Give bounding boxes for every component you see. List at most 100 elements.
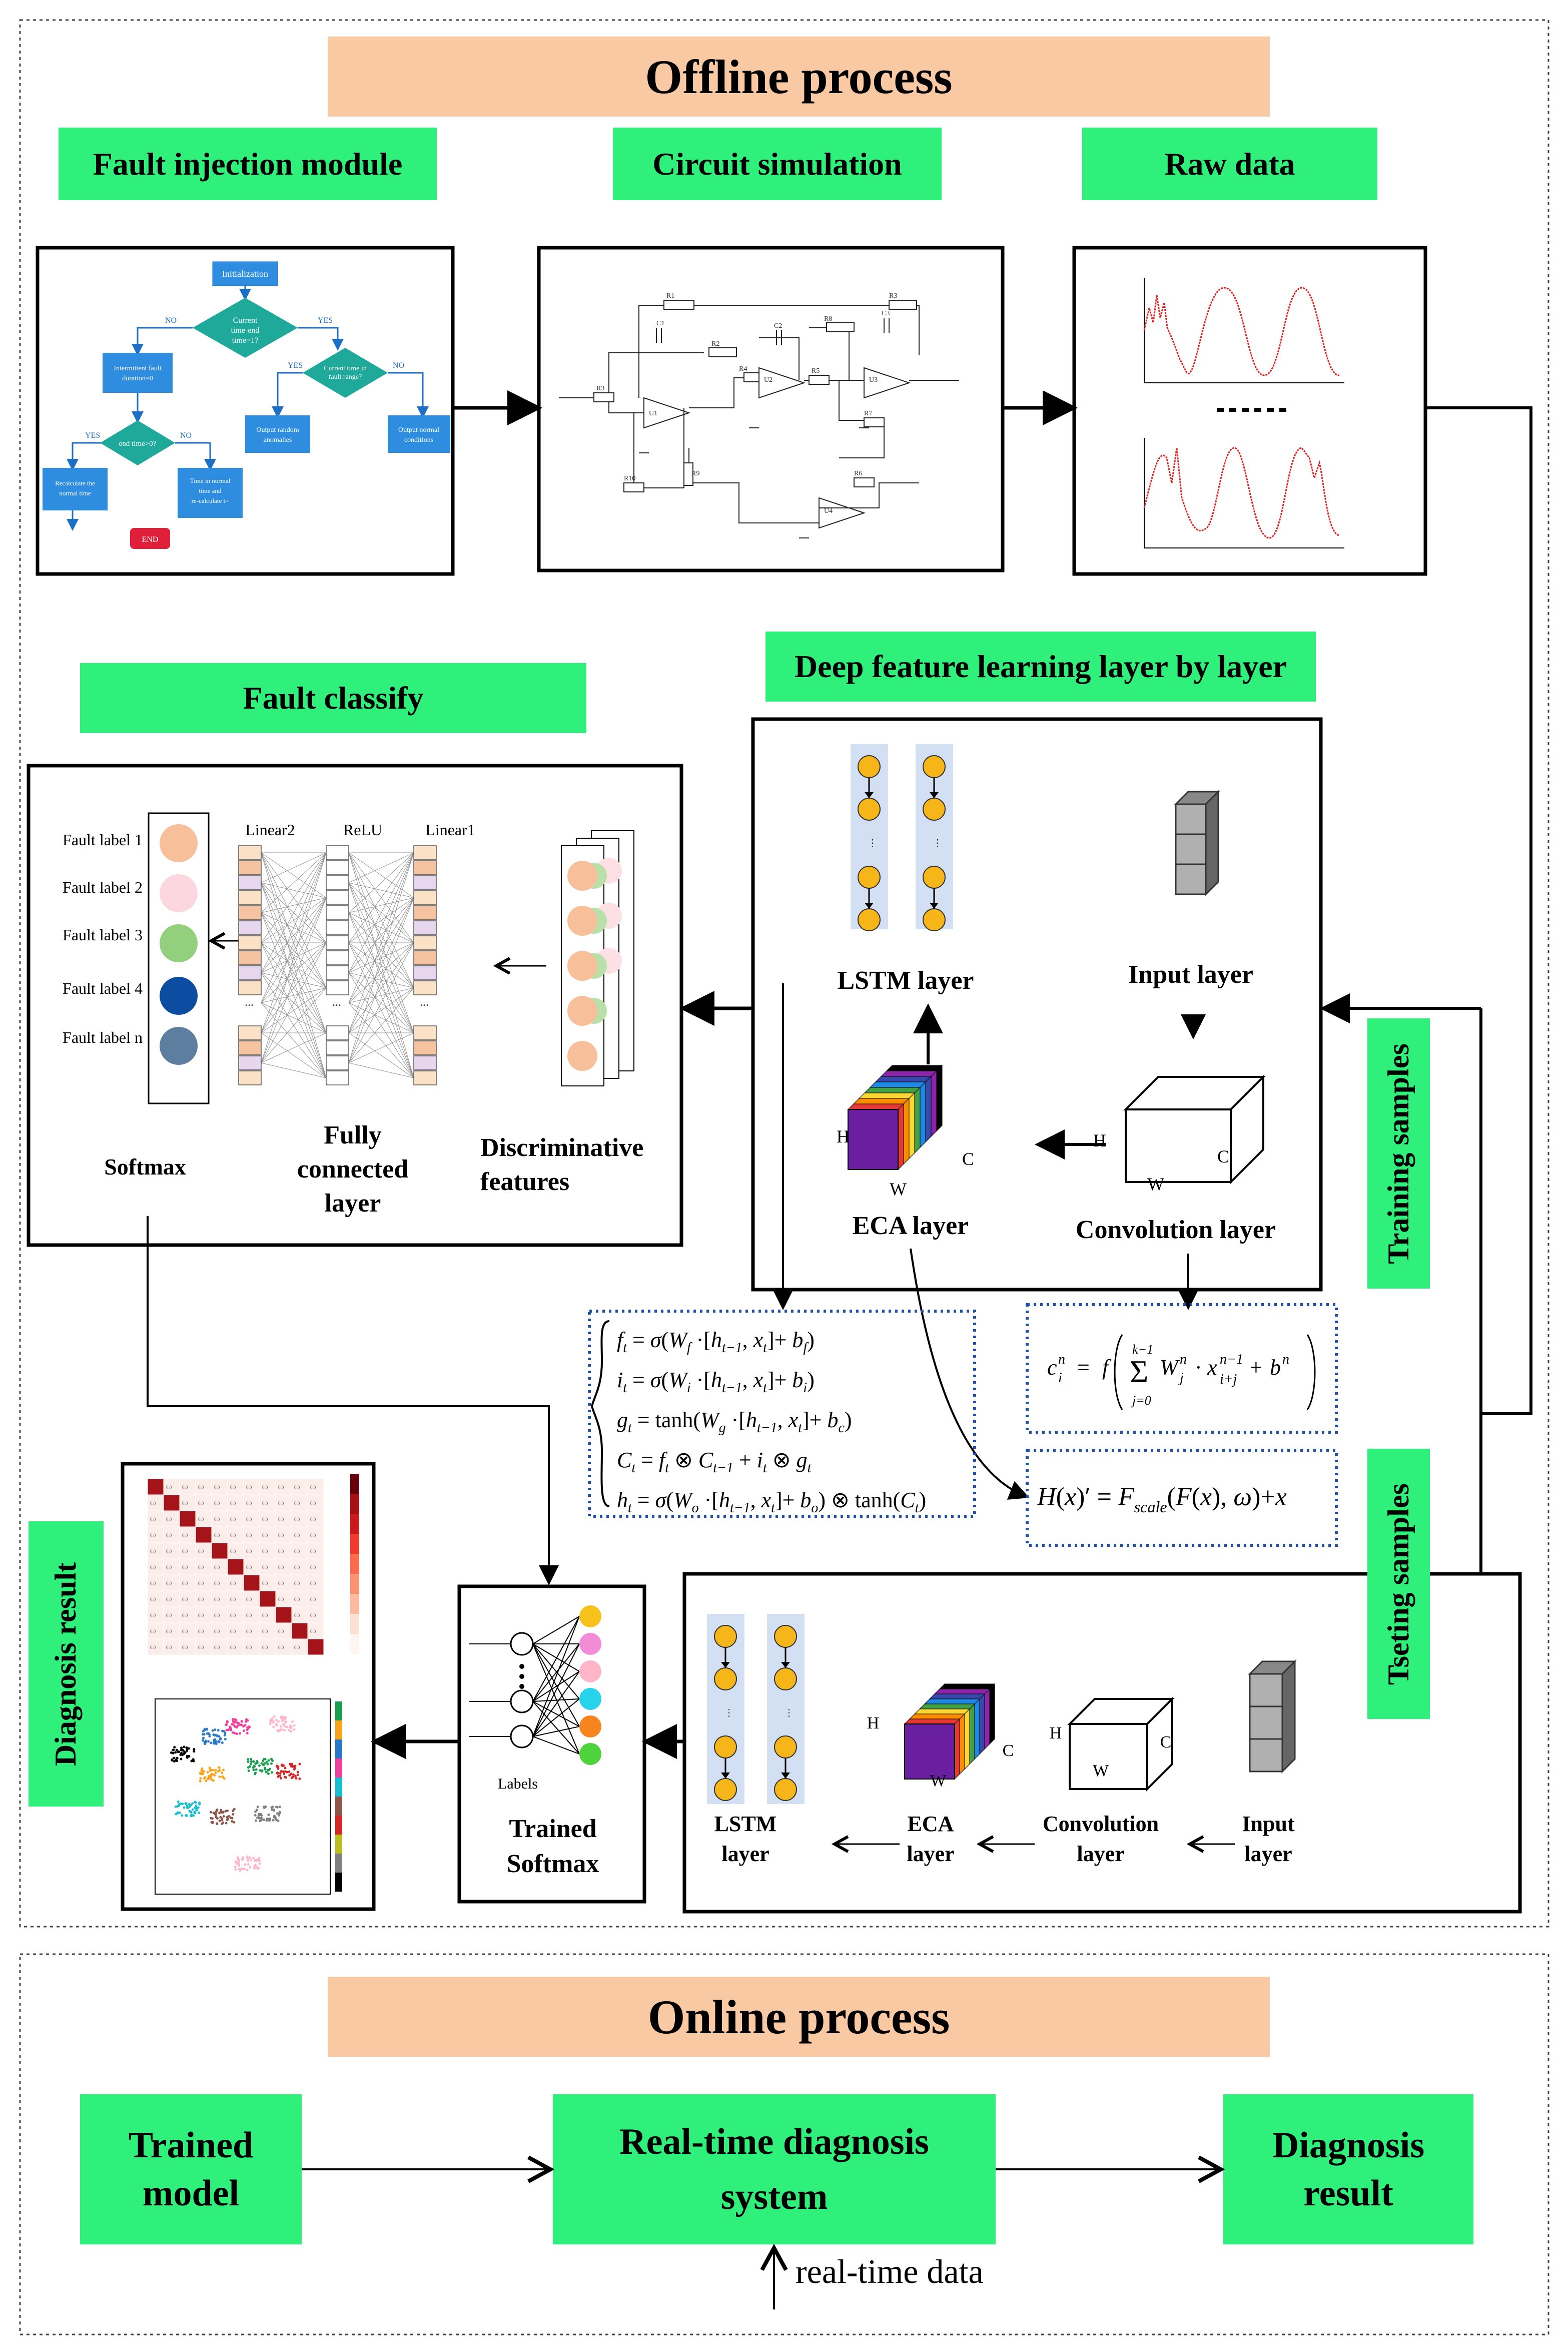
- svg-text:0.0: 0.0: [150, 1613, 156, 1618]
- svg-text:·: ·: [1195, 1355, 1202, 1380]
- svg-text:0.0: 0.0: [182, 1645, 188, 1650]
- svg-text:0.0: 0.0: [230, 1581, 236, 1586]
- svg-text:0.0: 0.0: [310, 1565, 316, 1570]
- svg-text:0.0: 0.0: [166, 1533, 172, 1538]
- eq-gate: gt = tanh(Wg ·[ht−1, xt]+ bc): [617, 1408, 852, 1436]
- initialization-text: Initialization: [222, 269, 268, 279]
- svg-text:0.0: 0.0: [246, 1613, 252, 1618]
- svg-text:0.0: 0.0: [262, 1501, 268, 1506]
- svg-text:0.0: 0.0: [230, 1533, 236, 1538]
- svg-text:0.0: 0.0: [198, 1501, 204, 1506]
- svg-text:0.0: 0.0: [262, 1645, 268, 1650]
- svg-text:0.0: 0.0: [294, 1613, 300, 1618]
- discriminative-features-label: Discriminative features: [480, 1133, 644, 1196]
- svg-text:anomalies: anomalies: [264, 436, 292, 444]
- circuit-simulation-box: [537, 246, 1005, 572]
- svg-text:duration=0: duration=0: [122, 375, 153, 382]
- svg-text:⋮: ⋮: [868, 838, 878, 849]
- svg-text:U1: U1: [649, 410, 657, 417]
- svg-text:YES: YES: [288, 361, 303, 370]
- svg-text:0.0: 0.0: [214, 1565, 220, 1570]
- svg-text:0.0: 0.0: [150, 1565, 156, 1570]
- svg-text:0.0: 0.0: [294, 1565, 300, 1570]
- svg-text:b: b: [1270, 1355, 1281, 1380]
- raw-data-plots: [1143, 278, 1344, 548]
- svg-text:0.0: 0.0: [246, 1565, 252, 1570]
- svg-text:YES: YES: [318, 316, 333, 325]
- svg-text:time-end: time-end: [231, 326, 260, 335]
- svg-text:0.0: 0.0: [310, 1549, 316, 1554]
- svg-text:0.0: 0.0: [230, 1645, 236, 1650]
- svg-text:0.0: 0.0: [166, 1597, 172, 1602]
- svg-text:0.0: 0.0: [262, 1549, 268, 1554]
- svg-text:0.0: 0.0: [262, 1629, 268, 1634]
- svg-text:R10: R10: [624, 475, 635, 482]
- svg-text:0.0: 0.0: [262, 1565, 268, 1570]
- realtime-data-label: real-time data: [796, 2252, 984, 2290]
- svg-text:0.0: 0.0: [278, 1485, 284, 1490]
- svg-text:x: x: [1207, 1355, 1217, 1380]
- svg-text:0.0: 0.0: [310, 1629, 316, 1634]
- svg-text:0.0: 0.0: [214, 1533, 220, 1538]
- conv-c-label: C: [1217, 1146, 1229, 1166]
- fault-label-3: Fault label 3: [63, 926, 143, 944]
- svg-text:n−1: n−1: [1220, 1352, 1243, 1367]
- label-circle-4: [160, 977, 198, 1015]
- svg-text:0.0: 0.0: [150, 1597, 156, 1602]
- svg-text:⋮: ⋮: [724, 1707, 734, 1718]
- linear2-label: Linear2: [245, 821, 295, 839]
- test-conv-c: C: [1160, 1733, 1172, 1751]
- svg-text:normal time: normal time: [59, 489, 91, 497]
- svg-text:U4: U4: [824, 507, 833, 515]
- svg-text:0.0: 0.0: [246, 1501, 252, 1506]
- eca-equation-box: [1026, 1449, 1338, 1547]
- svg-text:n: n: [1058, 1352, 1065, 1367]
- online-frame: [19, 1953, 1549, 2335]
- svg-text:0.0: 0.0: [182, 1597, 188, 1602]
- svg-text:+: +: [1250, 1355, 1262, 1380]
- svg-text:Recalculate the: Recalculate the: [55, 479, 95, 487]
- softmax-output-node: [579, 1688, 601, 1710]
- svg-text:0.0: 0.0: [150, 1501, 156, 1506]
- svg-text:0.0: 0.0: [294, 1597, 300, 1602]
- svg-text:0.0: 0.0: [182, 1565, 188, 1570]
- svg-text:0.0: 0.0: [294, 1517, 300, 1522]
- svg-text:0.0: 0.0: [230, 1613, 236, 1618]
- svg-text:C1: C1: [656, 320, 664, 327]
- svg-text:END: END: [142, 535, 159, 544]
- svg-text:0.0: 0.0: [278, 1533, 284, 1538]
- softmax-output-node: [579, 1715, 601, 1737]
- svg-text:0.0: 0.0: [310, 1533, 316, 1538]
- svg-text:R8: R8: [824, 315, 832, 323]
- svg-text:0.0: 0.0: [246, 1517, 252, 1522]
- svg-text:Current: Current: [233, 316, 258, 325]
- svg-text:n: n: [1180, 1352, 1187, 1367]
- conv-block: [1123, 1074, 1266, 1185]
- svg-text:0.0: 0.0: [150, 1549, 156, 1554]
- svg-text:0.0: 0.0: [230, 1501, 236, 1506]
- conv-equation-box: [1026, 1303, 1338, 1434]
- trained-softmax-diagram: [469, 1605, 601, 1765]
- svg-text:0.0: 0.0: [166, 1517, 172, 1522]
- svg-text:0.0: 0.0: [310, 1485, 316, 1490]
- svg-text:...: ...: [245, 996, 254, 1009]
- svg-text:0.0: 0.0: [278, 1501, 284, 1506]
- raw-data-box: [1072, 246, 1427, 576]
- svg-text:0.0: 0.0: [166, 1565, 172, 1570]
- feature-diagram: ⋮⋮: [847, 744, 1266, 1185]
- circuit-simulation-label: Circuit simulation: [613, 128, 942, 200]
- svg-text:0.0: 0.0: [198, 1629, 204, 1634]
- svg-text:0.0: 0.0: [246, 1533, 252, 1538]
- svg-text:0.0: 0.0: [150, 1629, 156, 1634]
- diagnosis-result-vertical-label: Diagnosis result: [29, 1521, 104, 1807]
- fault-label-1: Fault label 1: [63, 831, 143, 849]
- svg-text:0.0: 0.0: [198, 1549, 204, 1554]
- svg-text:R3: R3: [596, 385, 604, 392]
- svg-text:0.0: 0.0: [182, 1581, 188, 1586]
- label-circle-n: [160, 1027, 198, 1065]
- svg-text:i+j: i+j: [1220, 1372, 1237, 1387]
- svg-text:Intermittent fault: Intermittent fault: [114, 365, 161, 372]
- label-circle-2: [160, 874, 198, 912]
- svg-text:0.0: 0.0: [246, 1485, 252, 1490]
